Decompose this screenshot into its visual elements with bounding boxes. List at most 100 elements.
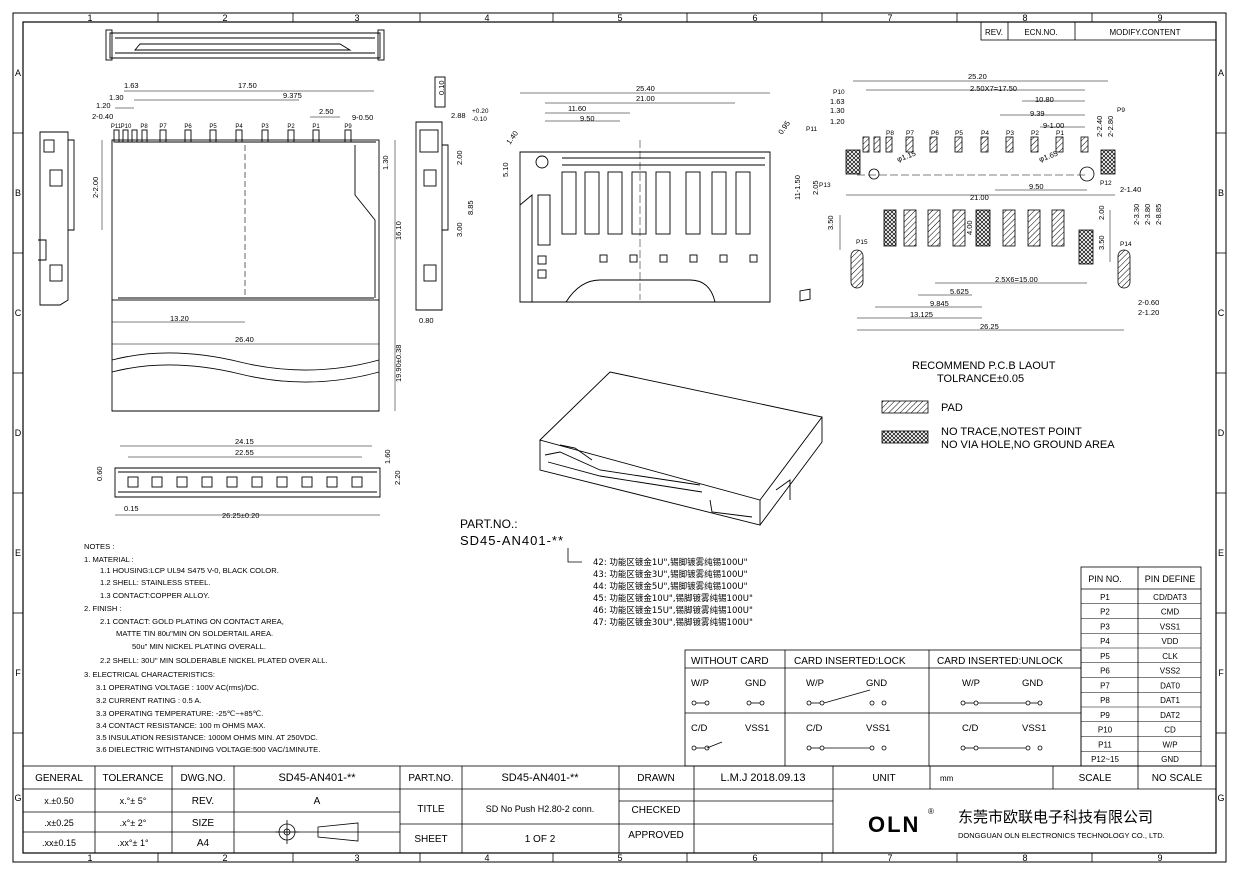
variant-43: 43: 功能区镀金3U",锡脚镀雾纯锡100U" — [593, 569, 748, 580]
svg-text:.xx±0.15: .xx±0.15 — [42, 838, 76, 848]
isometric-view — [539, 288, 823, 526]
pin-define: VDD — [1162, 637, 1179, 646]
svg-text:11.60: 11.60 — [568, 104, 586, 113]
svg-text:φ1.15: φ1.15 — [896, 149, 917, 164]
registered-icon: ® — [928, 807, 934, 816]
svg-text:1.40: 1.40 — [504, 129, 520, 146]
tb-company-cn: 东莞市欧联电子科技有限公司 — [958, 808, 1153, 826]
svg-text:P11: P11 — [111, 124, 122, 130]
svg-text:10.80: 10.80 — [1035, 95, 1054, 104]
legend-keepout-1: NO TRACE,NOTEST POINT — [941, 426, 1082, 438]
pad-swatch — [881, 400, 929, 414]
svg-text:F: F — [1218, 668, 1224, 678]
svg-text:3.50: 3.50 — [1097, 235, 1106, 250]
svg-text:P10: P10 — [833, 89, 845, 96]
pcb-layout-caption: RECOMMEND P.C.B LAOUT TOLRANCE±0.05 — [912, 360, 1056, 385]
svg-text:1.63: 1.63 — [124, 81, 139, 90]
svg-text:VSS1: VSS1 — [866, 723, 890, 734]
svg-text:GND: GND — [866, 678, 887, 689]
svg-text:4.00: 4.00 — [965, 220, 974, 235]
svg-text:B: B — [1218, 188, 1224, 198]
svg-text:C/D: C/D — [962, 723, 979, 734]
svg-text:3.2 CURRENT RATING : 0.5 A.: 3.2 CURRENT RATING : 0.5 A. — [96, 696, 202, 705]
svg-text:2-3.30: 2-3.30 — [1132, 204, 1141, 225]
svg-text:9: 9 — [1157, 13, 1162, 23]
svg-text:2-2.80: 2-2.80 — [1106, 116, 1115, 137]
svg-text:2-2.00: 2-2.00 — [91, 177, 100, 198]
svg-text:VSS1: VSS1 — [1022, 723, 1046, 734]
bottom-view — [519, 92, 771, 303]
tb-title: SD No Push H2.80-2 conn. — [486, 804, 595, 814]
svg-text:D: D — [15, 428, 22, 438]
svg-text:P13: P13 — [819, 182, 831, 189]
svg-text:W/P: W/P — [806, 678, 824, 689]
notes-title: NOTES : — [84, 542, 114, 551]
svg-text:2-1.20: 2-1.20 — [1138, 308, 1159, 317]
svg-text:3.1 OPERATING VOLTAGE : 100V A: 3.1 OPERATING VOLTAGE : 100V AC(rms)/DC. — [96, 683, 259, 692]
svg-text:G: G — [14, 793, 21, 803]
tb-rev: A — [314, 796, 321, 807]
svg-text:2: 2 — [222, 13, 227, 23]
svg-text:2.2 SHELL: 30U" MIN SOLDERABLE: 2.2 SHELL: 30U" MIN SOLDERABLE NICKEL PL… — [100, 656, 328, 665]
part-number-variants: 42: 功能区镀金1U",锡脚镀雾纯锡100U" 43: 功能区镀金3U",锡脚… — [593, 557, 753, 628]
svg-text:P5: P5 — [955, 130, 963, 137]
svg-text:2-3.80: 2-3.80 — [1143, 204, 1152, 225]
tb-scale-label: SCALE — [1079, 773, 1112, 784]
svg-text:5.625: 5.625 — [950, 287, 969, 296]
svg-text:3.6 DIELECTRIC WITHSTANDING VO: 3.6 DIELECTRIC WITHSTANDING VOLTAGE:500 … — [96, 745, 320, 754]
border-zone-markers — [13, 13, 1226, 862]
rev-header-rev: REV. — [985, 28, 1003, 37]
top-view-pin-labels: P11 P10 P8 P7 P6 P5 P4 P3 P2 P1 P9 — [111, 124, 352, 130]
svg-text:2.5X6=15.00: 2.5X6=15.00 — [995, 275, 1038, 284]
pcb-layout-dimension-lines — [839, 80, 1124, 331]
svg-text:13.125: 13.125 — [910, 310, 933, 319]
switch-header-lock: CARD INSERTED:LOCK — [794, 656, 906, 667]
svg-text:REV.: REV. — [192, 796, 214, 807]
pin-define: DAT0 — [1160, 681, 1180, 690]
svg-text:GND: GND — [745, 678, 766, 689]
switch-symbols — [691, 689, 1043, 751]
svg-text:A: A — [15, 68, 21, 78]
pin-number: P10 — [1098, 726, 1113, 735]
svg-text:1: 1 — [87, 853, 92, 863]
svg-text:3.50: 3.50 — [826, 215, 835, 230]
svg-text:P10: P10 — [121, 124, 132, 130]
svg-text:1.3 CONTACT:COPPER ALLOY.: 1.3 CONTACT:COPPER ALLOY. — [100, 591, 209, 600]
svg-text:2-0.60: 2-0.60 — [1138, 298, 1159, 307]
svg-text:GND: GND — [1022, 678, 1043, 689]
oln-logo: OLN — [868, 812, 920, 837]
switch-header-without-card: WITHOUT CARD — [691, 656, 769, 667]
pin-define: DAT2 — [1160, 711, 1180, 720]
svg-text:4: 4 — [484, 853, 489, 863]
tb-sheet: 1 OF 2 — [525, 834, 556, 845]
svg-text:P4: P4 — [235, 124, 243, 130]
svg-text:1.30: 1.30 — [381, 155, 390, 170]
svg-text:MATTE TIN 80u"MIN ON SOLDERTAI: MATTE TIN 80u"MIN ON SOLDERTAIL AREA. — [116, 629, 273, 638]
pin-number: P5 — [1100, 652, 1110, 661]
variant-46: 46: 功能区镀金15U",锡脚镀雾纯锡100U" — [593, 605, 753, 616]
svg-text:3. ELECTRICAL CHARACTERISTICS:: 3. ELECTRICAL CHARACTERISTICS: — [84, 670, 215, 679]
svg-text:26.40: 26.40 — [235, 335, 254, 344]
bottom-view-dimension-text: 25.40 21.00 11.60 9.50 1.40 0.95 5.10 — [501, 84, 792, 177]
tb-part-no: SD45-AN401-** — [501, 772, 579, 784]
svg-text:4: 4 — [484, 13, 489, 23]
svg-text:9.50: 9.50 — [580, 114, 595, 123]
pcb-legend: PAD NO TRACE,NOTEST POINT NO VIA HOLE,NO… — [881, 400, 1115, 451]
right-side-dimension-text: 0.10 2.88 +0.20 -0.10 2.00 3.00 8.85 0.8… — [419, 80, 489, 325]
tb-dwg-no: SD45-AN401-** — [278, 772, 356, 784]
svg-text:6: 6 — [752, 13, 757, 23]
svg-text:24.15: 24.15 — [235, 437, 254, 446]
svg-text:2.00: 2.00 — [455, 150, 464, 165]
part-number-label: PART.NO.: — [460, 517, 518, 531]
legend-keepout-2: NO VIA HOLE,NO GROUND AREA — [941, 439, 1115, 451]
pin-define: CMD — [1161, 608, 1179, 617]
svg-text:9.50: 9.50 — [1029, 182, 1044, 191]
tb-general: GENERAL — [35, 773, 83, 784]
svg-text:VSS1: VSS1 — [745, 723, 769, 734]
svg-text:0.15: 0.15 — [124, 504, 139, 513]
tb-company-en: DONGGUAN OLN ELECTRONICS TECHNOLOGY CO.,… — [958, 831, 1165, 840]
svg-text:P8: P8 — [140, 124, 148, 130]
svg-text:P4: P4 — [981, 130, 989, 137]
svg-text:2.05: 2.05 — [811, 180, 820, 195]
